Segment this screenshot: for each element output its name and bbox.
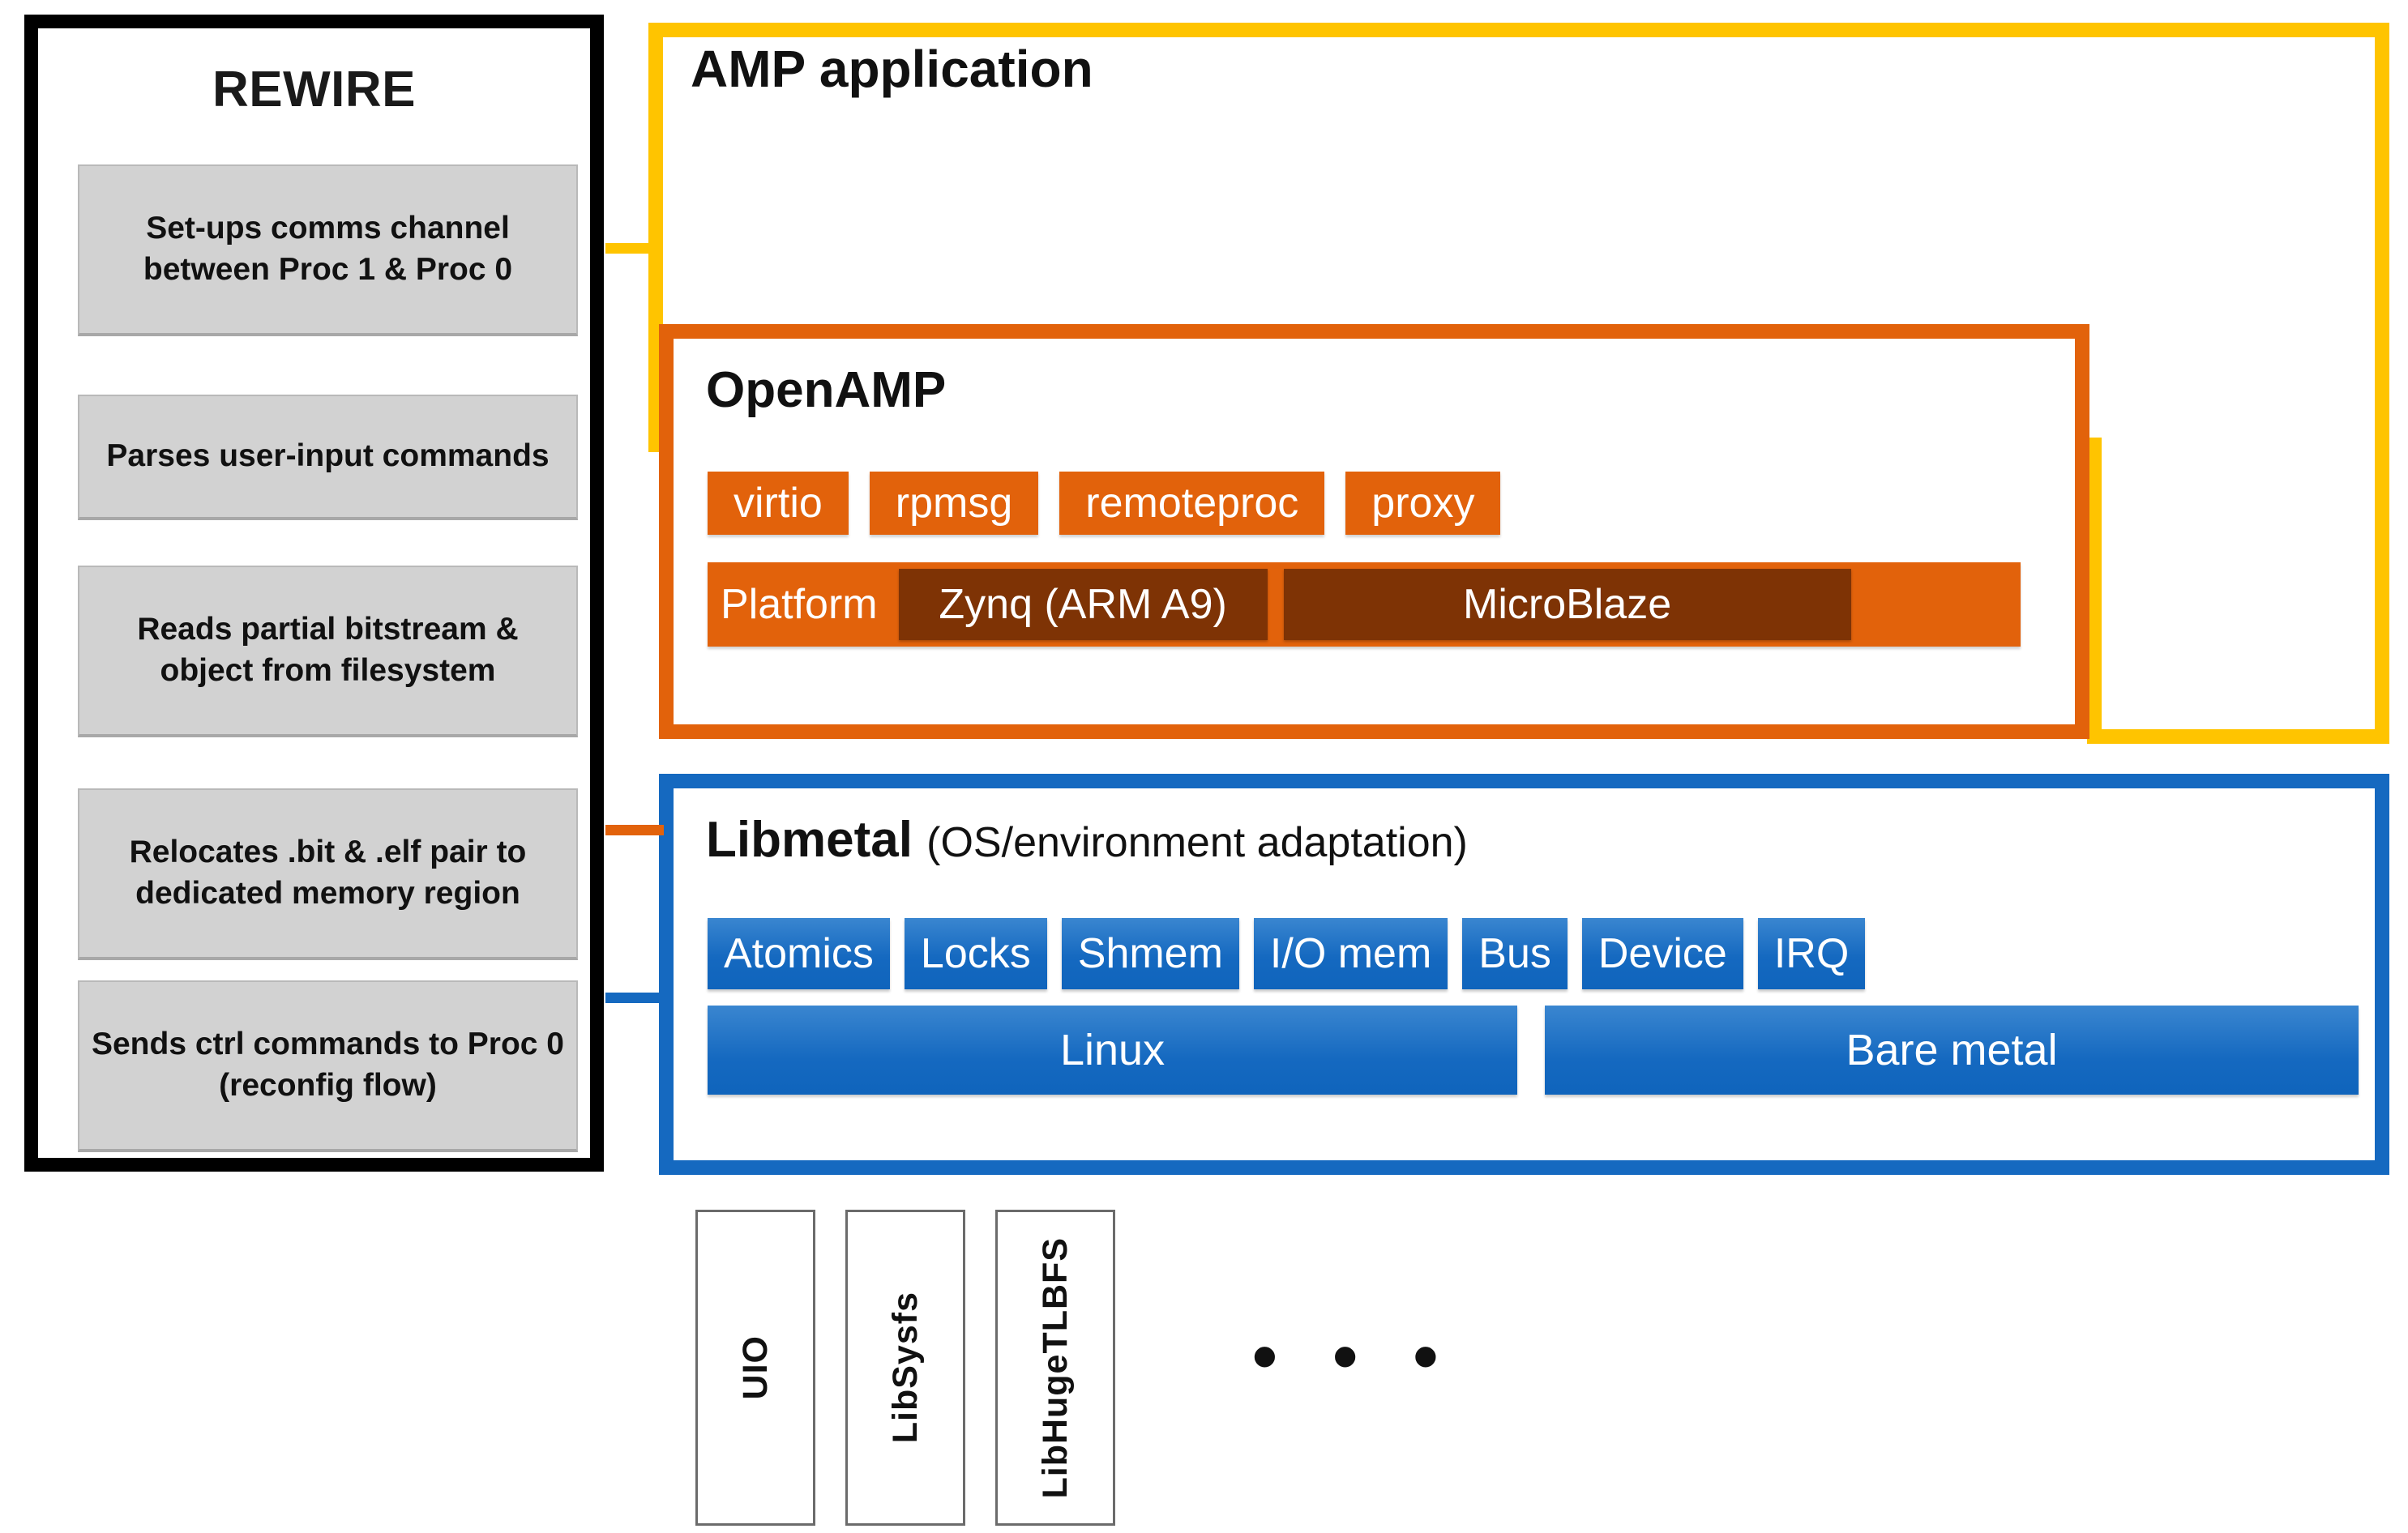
rewire-step-parse-commands: Parses user-input commands xyxy=(78,395,578,520)
libmetal-api-device[interactable]: Device xyxy=(1581,918,1743,989)
amp-outline-mask-a xyxy=(2102,428,2375,452)
amp-application-outline-top xyxy=(648,23,2389,452)
libmetal-api-bus[interactable]: Bus xyxy=(1462,918,1568,989)
platform-chip-microblaze[interactable]: MicroBlaze xyxy=(1283,569,1851,640)
libmetal-os-bare-metal[interactable]: Bare metal xyxy=(1545,1006,2359,1095)
rewire-step-setup-comms: Set-ups comms channel between Proc 1 & P… xyxy=(78,164,578,336)
rewire-title: REWIRE xyxy=(212,62,416,117)
libmetal-api-shmem[interactable]: Shmem xyxy=(1061,918,1239,989)
libmetal-os-row: Linux Bare metal xyxy=(708,1006,2359,1095)
connector-rewire-to-amp xyxy=(605,243,654,254)
libmetal-api-irq[interactable]: IRQ xyxy=(1757,918,1866,989)
openamp-platform-row: Platform Zynq (ARM A9) MicroBlaze xyxy=(708,562,2021,647)
backend-ellipsis: • • • xyxy=(1252,1316,1456,1396)
backend-label-libhugetlbfs: LibHugeTLBFS xyxy=(1035,1236,1075,1499)
libmetal-box: Libmetal (OS/environment adaptation) Ato… xyxy=(659,774,2389,1175)
libmetal-api-locks[interactable]: Locks xyxy=(904,918,1047,989)
rewire-panel: REWIRE Set-ups comms channel between Pro… xyxy=(24,15,604,1172)
backend-box-uio[interactable]: UIO xyxy=(695,1210,815,1526)
openamp-module-virtio[interactable]: virtio xyxy=(708,472,849,535)
openamp-box: OpenAMP virtio rpmsg remoteproc proxy Pl… xyxy=(659,324,2089,739)
libmetal-api-io-mem[interactable]: I/O mem xyxy=(1253,918,1448,989)
openamp-module-proxy[interactable]: proxy xyxy=(1345,472,1501,535)
rewire-step-read-bitstream: Reads partial bitstream & object from fi… xyxy=(78,566,578,737)
connector-rewire-to-openamp xyxy=(605,825,664,835)
rewire-step-relocate-pair: Relocates .bit & .elf pair to dedicated … xyxy=(78,788,578,960)
openamp-module-rpmsg[interactable]: rpmsg xyxy=(869,472,1039,535)
openamp-title: OpenAMP xyxy=(706,362,947,418)
rewire-step-send-ctrl-commands: Sends ctrl commands to Proc 0 (reconfig … xyxy=(78,980,578,1152)
backend-box-libsysfs[interactable]: LibSysfs xyxy=(845,1210,965,1526)
amp-application-title: AMP application xyxy=(691,40,1093,98)
libmetal-title-subtitle: (OS/environment adaptation) xyxy=(926,819,1468,866)
backend-box-libhugetlbfs[interactable]: LibHugeTLBFS xyxy=(995,1210,1115,1526)
libmetal-api-atomics[interactable]: Atomics xyxy=(708,918,890,989)
libmetal-title: Libmetal (OS/environment adaptation) xyxy=(706,811,1468,869)
amp-application-outline-right-leg xyxy=(2087,438,2389,744)
libmetal-os-linux[interactable]: Linux xyxy=(708,1006,1518,1095)
platform-chip-zynq[interactable]: Zynq (ARM A9) xyxy=(898,569,1268,640)
openamp-module-remoteproc[interactable]: remoteproc xyxy=(1059,472,1325,535)
connector-rewire-to-libmetal xyxy=(605,993,664,1003)
backend-label-uio: UIO xyxy=(735,1335,775,1400)
libmetal-api-row: Atomics Locks Shmem I/O mem Bus Device I… xyxy=(708,918,1866,989)
libmetal-title-main: Libmetal xyxy=(706,812,913,868)
platform-label: Platform xyxy=(721,581,878,628)
openamp-module-row: virtio rpmsg remoteproc proxy xyxy=(708,472,2057,535)
backend-label-libsysfs: LibSysfs xyxy=(885,1292,925,1444)
